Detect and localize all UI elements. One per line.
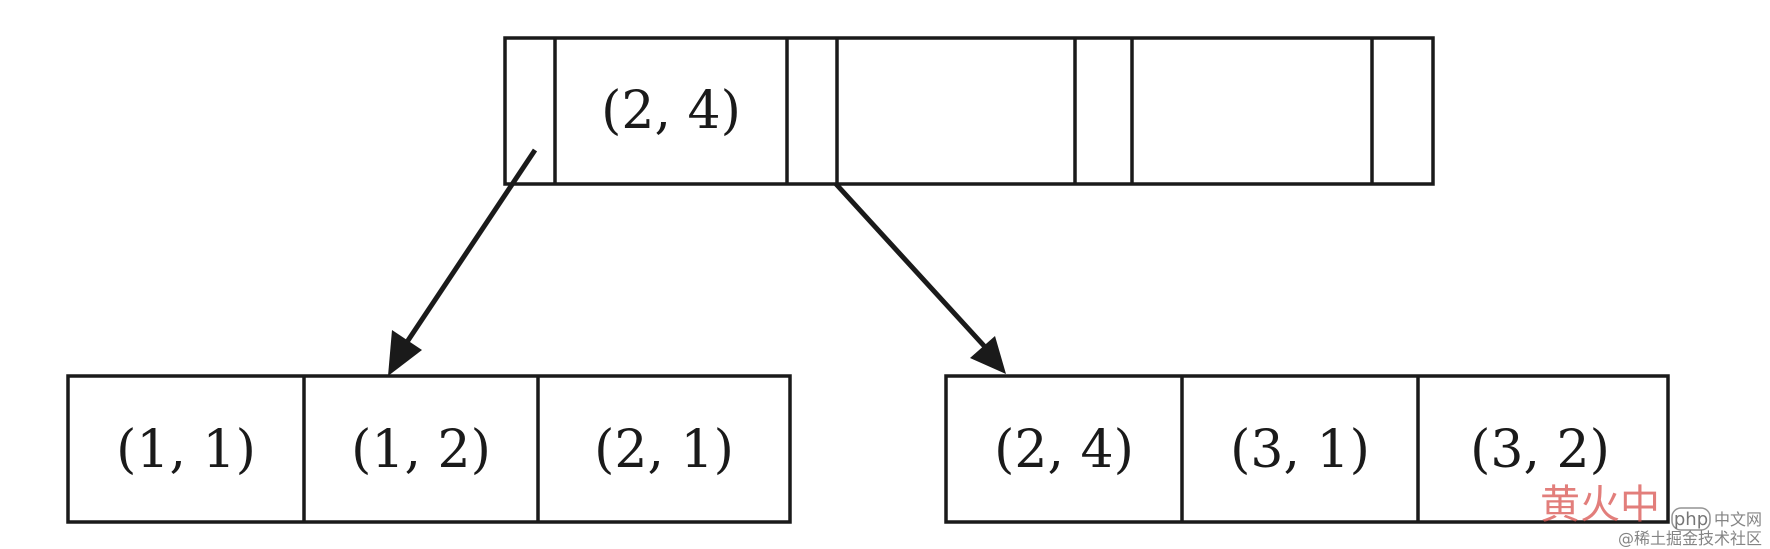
pointer-arrow-right	[834, 182, 1006, 374]
pointer-arrow-left	[388, 148, 538, 376]
left-leaf-entry-1: (1, 1)	[116, 420, 256, 480]
right-leaf-frame	[944, 374, 1670, 524]
root-node-frame	[503, 36, 1435, 186]
watermark-site: 中文网	[1714, 510, 1762, 529]
right-leaf-entry-3: (3, 2)	[1470, 420, 1610, 480]
arrow-shaft	[834, 182, 988, 350]
arrow-head	[388, 330, 422, 376]
watermark-logo-badge	[1671, 507, 1711, 531]
watermark-credit: @稀土掘金技术社区	[1618, 529, 1762, 548]
left-leaf-node: (1, 1) (1, 2) (2, 1)	[66, 374, 792, 524]
left-leaf-entry-3: (2, 1)	[594, 420, 734, 480]
watermark: 黄火中 php 中文网 @稀土掘金技术社区	[1540, 482, 1762, 548]
arrow-shaft	[402, 148, 538, 347]
watermark-big-text: 黄火中	[1540, 482, 1660, 528]
left-leaf-entry-2: (1, 2)	[351, 420, 491, 480]
right-leaf-node: (2, 4) (3, 1) (3, 2)	[944, 374, 1670, 524]
right-leaf-entry-2: (3, 1)	[1230, 420, 1370, 480]
arrow-head	[970, 336, 1006, 374]
root-node: (2, 4)	[503, 36, 1435, 186]
left-leaf-frame	[66, 374, 792, 524]
watermark-logo: php	[1674, 509, 1708, 530]
root-key-1: (2, 4)	[601, 81, 741, 141]
right-leaf-entry-1: (2, 4)	[994, 420, 1134, 480]
